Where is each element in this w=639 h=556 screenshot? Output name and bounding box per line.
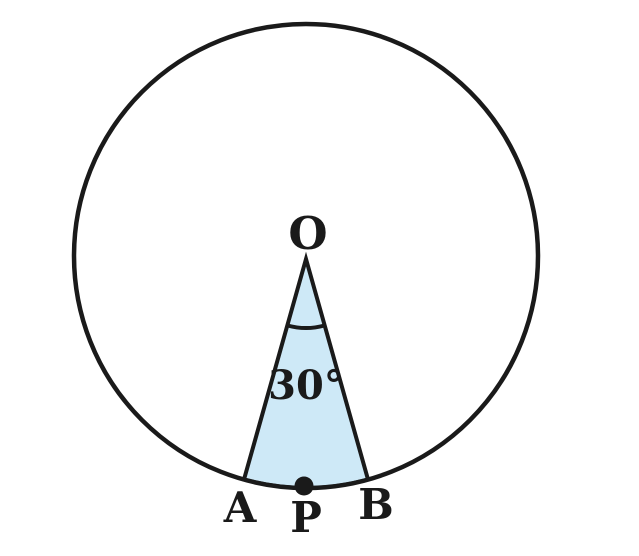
point-p-dot (294, 476, 314, 496)
label-angle-30: 30° (268, 362, 344, 409)
label-point-p: P (290, 493, 322, 542)
label-point-b: B (358, 480, 394, 529)
label-center-o: O (288, 207, 327, 260)
angle-arc (287, 323, 325, 330)
label-point-a: A (223, 483, 258, 532)
